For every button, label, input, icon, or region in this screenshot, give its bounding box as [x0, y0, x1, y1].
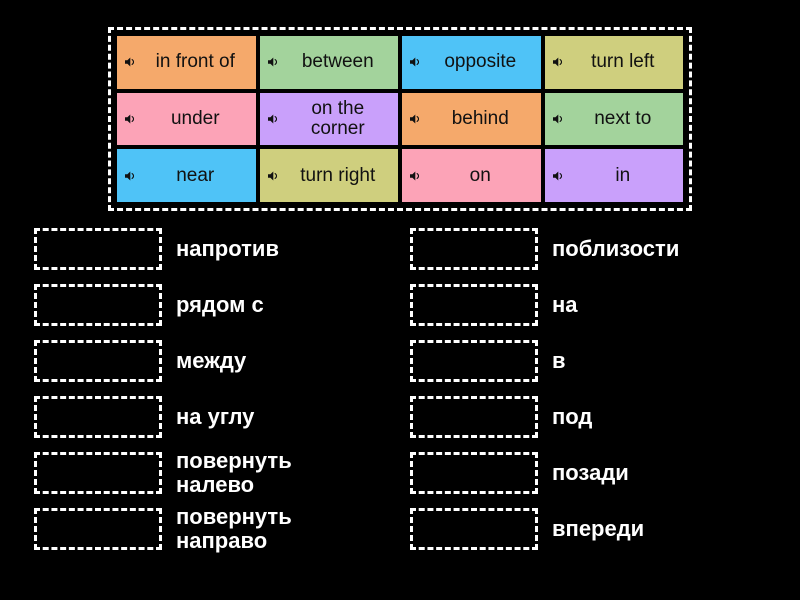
drop-slot[interactable]	[34, 284, 162, 326]
word-tile-label: between	[301, 51, 374, 73]
word-tile[interactable]: next to	[544, 92, 683, 146]
drop-slot[interactable]	[34, 396, 162, 438]
answer-row: напротив	[34, 228, 394, 270]
answer-label: повернуть налево	[176, 448, 292, 497]
drop-slot[interactable]	[410, 452, 538, 494]
answer-label: поблизости	[552, 236, 680, 262]
answer-row: позади	[410, 452, 770, 494]
word-tile-label: on	[469, 164, 491, 186]
answer-label: рядом с	[176, 292, 264, 318]
word-tile[interactable]: between	[259, 36, 398, 89]
speaker-icon[interactable]	[552, 55, 566, 69]
word-tile[interactable]: on the corner	[259, 92, 398, 146]
drop-slot[interactable]	[410, 340, 538, 382]
drop-slot[interactable]	[34, 228, 162, 270]
speaker-icon[interactable]	[267, 55, 281, 69]
answer-column-right: поблизости на в под позади впереди	[410, 228, 770, 564]
answer-label: между	[176, 348, 247, 374]
word-tile[interactable]: near	[117, 149, 256, 202]
tile-grid: in front of between opposite turn left under…	[117, 36, 683, 202]
answer-label: под	[552, 404, 593, 430]
speaker-icon[interactable]	[124, 112, 138, 126]
drop-slot[interactable]	[34, 340, 162, 382]
word-tile[interactable]: opposite	[402, 36, 541, 89]
answer-row: повернуть налево	[34, 448, 394, 497]
drop-slot[interactable]	[34, 508, 162, 550]
answer-row: на углу	[34, 396, 394, 438]
drop-slot[interactable]	[410, 396, 538, 438]
drop-slot[interactable]	[410, 508, 538, 550]
speaker-icon[interactable]	[552, 112, 566, 126]
answer-label: на	[552, 292, 578, 318]
word-tile[interactable]: turn right	[259, 149, 398, 202]
speaker-icon[interactable]	[124, 55, 138, 69]
answer-label: на углу	[176, 404, 255, 430]
word-tile[interactable]: under	[117, 92, 256, 146]
answer-row: повернуть направо	[34, 504, 394, 553]
answer-row: между	[34, 340, 394, 382]
speaker-icon[interactable]	[409, 55, 423, 69]
answer-label: впереди	[552, 516, 645, 542]
speaker-icon[interactable]	[409, 112, 423, 126]
answer-row: поблизости	[410, 228, 770, 270]
answer-row: в	[410, 340, 770, 382]
speaker-icon[interactable]	[409, 169, 423, 183]
speaker-icon[interactable]	[267, 169, 281, 183]
answer-row: под	[410, 396, 770, 438]
word-tile[interactable]: behind	[402, 92, 541, 146]
speaker-icon[interactable]	[267, 112, 281, 126]
word-tile[interactable]: turn left	[544, 36, 683, 89]
word-tile-label: on the corner	[310, 97, 365, 139]
word-tile-label: turn right	[300, 164, 376, 186]
word-tile[interactable]: on	[402, 149, 541, 202]
word-tile-label: opposite	[444, 51, 517, 73]
answer-row: впереди	[410, 508, 770, 550]
tile-bank: in front of between opposite turn left under…	[108, 27, 692, 211]
word-tile-label: near	[176, 164, 215, 186]
word-tile-label: in front of	[155, 51, 235, 73]
answer-label: напротив	[176, 236, 279, 262]
word-tile[interactable]: in	[544, 149, 683, 202]
word-tile-label: in	[615, 164, 631, 186]
word-tile-label: under	[170, 107, 220, 129]
answer-label: повернуть направо	[176, 504, 292, 553]
word-tile-label: next to	[594, 107, 652, 129]
speaker-icon[interactable]	[552, 169, 566, 183]
answer-label: позади	[552, 460, 629, 486]
answer-row: рядом с	[34, 284, 394, 326]
answer-row: на	[410, 284, 770, 326]
word-tile-label: turn left	[591, 51, 655, 73]
speaker-icon[interactable]	[124, 169, 138, 183]
answer-column-left: напротив рядом с между на углу повернуть нал…	[34, 228, 394, 564]
drop-slot[interactable]	[410, 228, 538, 270]
answer-label: в	[552, 348, 566, 374]
drop-slot[interactable]	[410, 284, 538, 326]
word-tile[interactable]: in front of	[117, 36, 256, 89]
word-tile-label: behind	[451, 107, 509, 129]
drop-slot[interactable]	[34, 452, 162, 494]
